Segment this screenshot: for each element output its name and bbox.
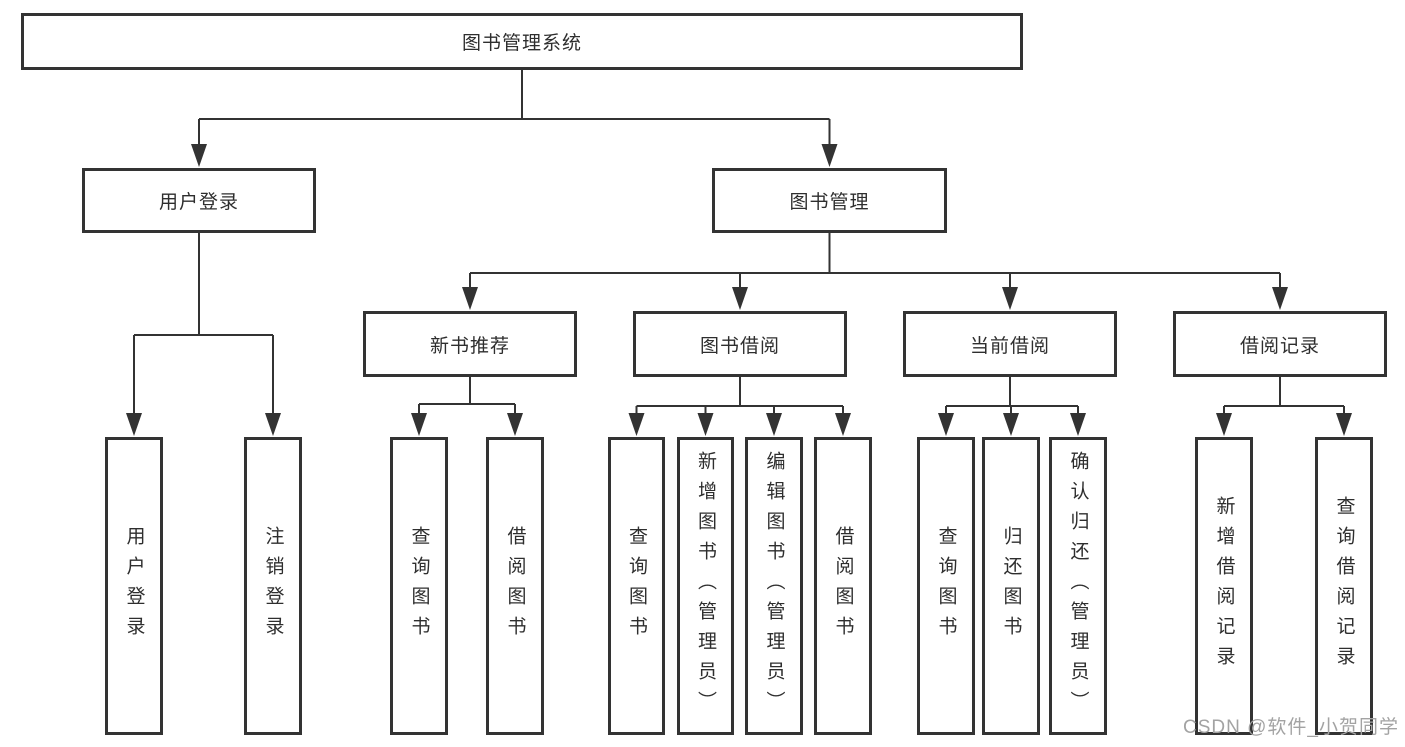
arrowhead [1216, 413, 1232, 436]
node-bb-query: 查询图书 [608, 437, 665, 735]
node-label: 当前借阅 [969, 335, 1050, 357]
node-leaf-logout: 注销登录 [244, 437, 302, 735]
arrowhead [732, 287, 748, 310]
node-label: 归还图书 [1000, 526, 1022, 646]
node-user-login: 用户登录 [82, 168, 316, 233]
node-label: 查询借阅记录 [1333, 496, 1355, 676]
node-bb-add: 新增图书（管理员） [677, 437, 734, 735]
node-current-borrow: 当前借阅 [903, 311, 1117, 377]
arrowhead [1336, 413, 1352, 436]
node-label: 查询图书 [935, 526, 957, 646]
arrowhead [507, 413, 523, 436]
connector-new-book-rec [418, 377, 516, 417]
arrowhead [821, 144, 838, 167]
node-leaf-user-login: 用户登录 [105, 437, 163, 735]
connector-root [198, 70, 831, 148]
node-borrow-records: 借阅记录 [1173, 311, 1387, 377]
node-label: 查询图书 [626, 526, 647, 646]
node-cb-return: 归还图书 [982, 437, 1040, 735]
node-bb-edit: 编辑图书（管理员） [745, 437, 803, 735]
node-cb-query: 查询图书 [917, 437, 975, 735]
node-label: 确认归还（管理员） [1067, 451, 1089, 721]
node-new-book-rec: 新书推荐 [363, 311, 577, 377]
connector-current-borrow [945, 377, 1079, 417]
arrowhead [265, 413, 281, 436]
node-book-borrow: 图书借阅 [633, 311, 847, 377]
arrowhead [1070, 413, 1086, 436]
node-label: 图书管理 [789, 192, 870, 213]
connector-book-borrow [635, 377, 844, 417]
node-label: 图书借阅 [699, 335, 780, 357]
node-label: 借阅记录 [1239, 335, 1320, 357]
node-bb-borrow: 借阅图书 [814, 437, 872, 735]
node-label: 借阅图书 [832, 526, 854, 646]
node-book-mgmt: 图书管理 [712, 168, 947, 233]
node-br-add: 新增借阅记录 [1195, 437, 1253, 735]
node-nb-query: 查询图书 [390, 437, 448, 735]
node-label: 借阅图书 [504, 526, 526, 646]
node-label: 编辑图书（管理员） [763, 451, 785, 721]
arrowhead [126, 413, 142, 436]
node-root: 图书管理系统 [21, 13, 1023, 70]
arrowhead [462, 287, 478, 310]
node-label: 查询图书 [408, 526, 430, 646]
arrowhead [1002, 287, 1018, 310]
arrowhead [938, 413, 954, 436]
node-cb-confirm: 确认归还（管理员） [1049, 437, 1107, 735]
node-nb-borrow: 借阅图书 [486, 437, 544, 735]
node-label: 图书管理系统 [461, 33, 582, 54]
node-label: 新书推荐 [429, 335, 510, 357]
connector-book-mgmt [469, 233, 1281, 291]
node-label: 新增图书（管理员） [695, 451, 716, 721]
arrowhead [766, 413, 782, 436]
connector-borrow-records [1223, 377, 1345, 417]
node-label: 新增借阅记录 [1213, 496, 1235, 676]
arrowhead [835, 413, 851, 436]
arrowhead [411, 413, 427, 436]
arrowhead [1003, 413, 1019, 436]
arrowhead [697, 413, 714, 436]
node-label: 注销登录 [262, 526, 284, 646]
node-label: 用户登录 [123, 526, 145, 646]
arrowhead [191, 144, 207, 167]
node-label: 用户登录 [158, 192, 239, 213]
node-br-query: 查询借阅记录 [1315, 437, 1373, 735]
connector-user-login [133, 233, 274, 417]
arrowhead [1272, 287, 1288, 310]
arrowhead [628, 413, 645, 436]
